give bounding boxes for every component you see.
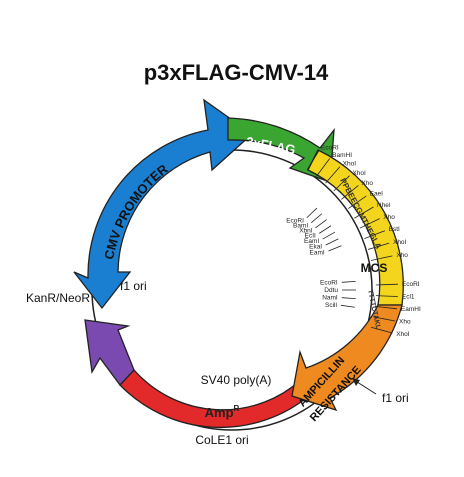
kanr-arrow	[84, 319, 135, 387]
site-tick	[340, 304, 355, 308]
site-tick	[364, 230, 386, 240]
site-label: BamHI	[332, 152, 352, 159]
site-tick	[341, 297, 356, 300]
site-label: XhoI	[393, 239, 407, 246]
site-label: XhoI	[396, 331, 410, 338]
site-tick	[322, 231, 336, 240]
site-tick	[370, 326, 393, 334]
amp-label: AmpR	[205, 404, 240, 420]
site-label: Xho	[399, 319, 411, 326]
f1-ori-right-label: f1 ori	[382, 391, 409, 405]
site-label: Xho	[361, 180, 373, 187]
site-tick	[306, 207, 318, 219]
site-label: Ddtu	[324, 287, 338, 294]
site-tick	[375, 295, 398, 297]
site-tick	[319, 225, 332, 234]
site-label: Xho	[396, 252, 408, 259]
restriction-sites: EcoRIBamHIXhoIXhoIXhoEaeINheIXhoBstIXhoI…	[286, 145, 421, 338]
site-tick	[341, 280, 356, 283]
kanr-label: KanR/NeoR	[26, 291, 90, 305]
site-tick	[316, 158, 331, 177]
site-tick	[348, 195, 367, 209]
cole1-label: CoLE1 ori	[195, 433, 248, 447]
site-tick	[367, 242, 390, 250]
site-tick	[328, 245, 342, 252]
site-label: EcoRI	[286, 218, 304, 225]
site-label: BamI	[293, 222, 308, 229]
site-label: EaeI	[370, 191, 384, 198]
site-label: XhoI	[343, 161, 357, 168]
site-label: EkaI	[309, 244, 322, 251]
site-label: Ecl1	[402, 294, 415, 301]
site-label: EcII	[305, 233, 316, 240]
sv40-label: SV40 poly(A)	[201, 373, 272, 387]
site-tick	[370, 255, 393, 261]
site-label: EcoRI	[320, 280, 338, 287]
f1-ori-left-label: f1 ori	[120, 279, 147, 293]
f1-pointer-head	[352, 378, 360, 386]
site-label: Scill	[325, 302, 337, 309]
mcs-label: MCS	[361, 261, 388, 275]
site-label: XhoI	[352, 170, 366, 177]
site-tick	[373, 316, 396, 322]
plasmid-title: p3xFLAG-CMV-14	[144, 60, 329, 85]
cmv-promoter-arrow	[73, 98, 254, 310]
site-tick	[306, 150, 320, 170]
site-tick	[341, 185, 359, 200]
site-tick	[325, 238, 339, 246]
site-label: Xho	[383, 214, 395, 221]
site-label: NamI	[322, 294, 338, 301]
site-label: EamI	[304, 238, 319, 245]
site-tick	[354, 206, 374, 219]
site-tick	[359, 218, 380, 229]
site-tick	[375, 305, 397, 310]
site-tick	[325, 166, 341, 184]
site-tick	[375, 283, 398, 286]
site-label: EcoRI	[321, 145, 339, 152]
site-label: NheI	[377, 202, 391, 209]
site-tick	[333, 175, 350, 192]
site-label: Xbnl	[299, 227, 313, 234]
ampicillin-resistance-arrow	[291, 304, 403, 412]
site-label: EamI	[310, 250, 325, 257]
site-label: BstI	[389, 226, 400, 233]
site-label: EamHI	[401, 306, 421, 313]
site-label: EcoRI	[402, 281, 420, 288]
site-tick	[315, 219, 327, 229]
site-tick	[311, 213, 323, 223]
